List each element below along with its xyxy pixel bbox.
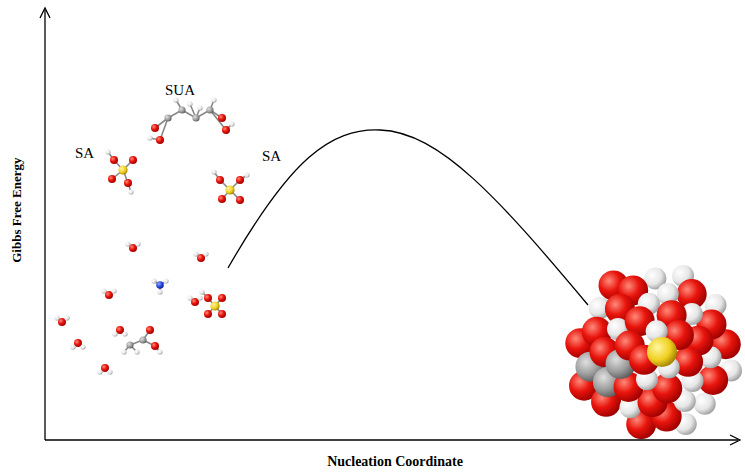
energy-curve [228,130,588,305]
atom [70,344,75,349]
atom-sphere [647,337,677,367]
atom [204,294,212,302]
atom [178,106,185,113]
atom [110,156,118,164]
atom [122,331,127,336]
molecular-cluster [565,265,742,439]
atom [156,281,164,289]
atom [211,97,216,102]
atom [218,195,226,203]
atom [193,251,198,256]
atom [80,344,85,349]
axis-title: Nucleation Coordinate [327,454,463,469]
atom [108,175,116,183]
atom [54,315,59,320]
atom [147,135,152,140]
atom [111,288,116,293]
atom [146,326,154,334]
molecules [54,97,249,374]
atom [197,105,202,110]
atom [151,124,159,132]
atom [192,114,199,121]
atom [211,169,216,174]
atom [199,289,204,294]
atom [203,251,208,256]
atom [173,97,178,102]
atom [197,295,202,300]
atom [101,288,106,293]
atom [164,114,171,121]
atom [229,121,234,126]
atom [124,179,132,187]
atom [151,342,159,350]
atom [216,176,224,184]
atom [129,156,137,164]
atom [134,349,139,354]
atom [139,336,146,343]
axis-title: Gibbs Free Energy [11,157,25,262]
atom-sphere [694,393,716,415]
atom [210,301,219,310]
atom [218,114,226,122]
atom [157,349,162,354]
atom [128,189,133,194]
atom [236,176,244,184]
atom [206,106,213,113]
atom [156,136,164,144]
atom [187,295,192,300]
atom [204,310,212,318]
atom [244,172,249,177]
atom [97,369,102,374]
atom [222,126,230,134]
molecule-label: SA [262,148,281,165]
atom [218,294,226,302]
atom [151,278,156,283]
molecule-label: SUA [165,82,195,99]
molecule-label: SA [75,145,94,162]
atom [64,315,69,320]
atom [218,310,226,318]
atom [163,278,168,283]
atom [105,149,110,154]
atom [112,331,117,336]
atom [121,349,126,354]
atom [157,289,162,294]
axes [40,8,740,445]
atom [236,196,244,204]
atom [187,101,192,106]
atom [125,241,130,246]
atom [118,165,127,174]
atom [126,341,133,348]
atom [107,369,112,374]
atom [225,185,234,194]
atom [135,241,140,246]
